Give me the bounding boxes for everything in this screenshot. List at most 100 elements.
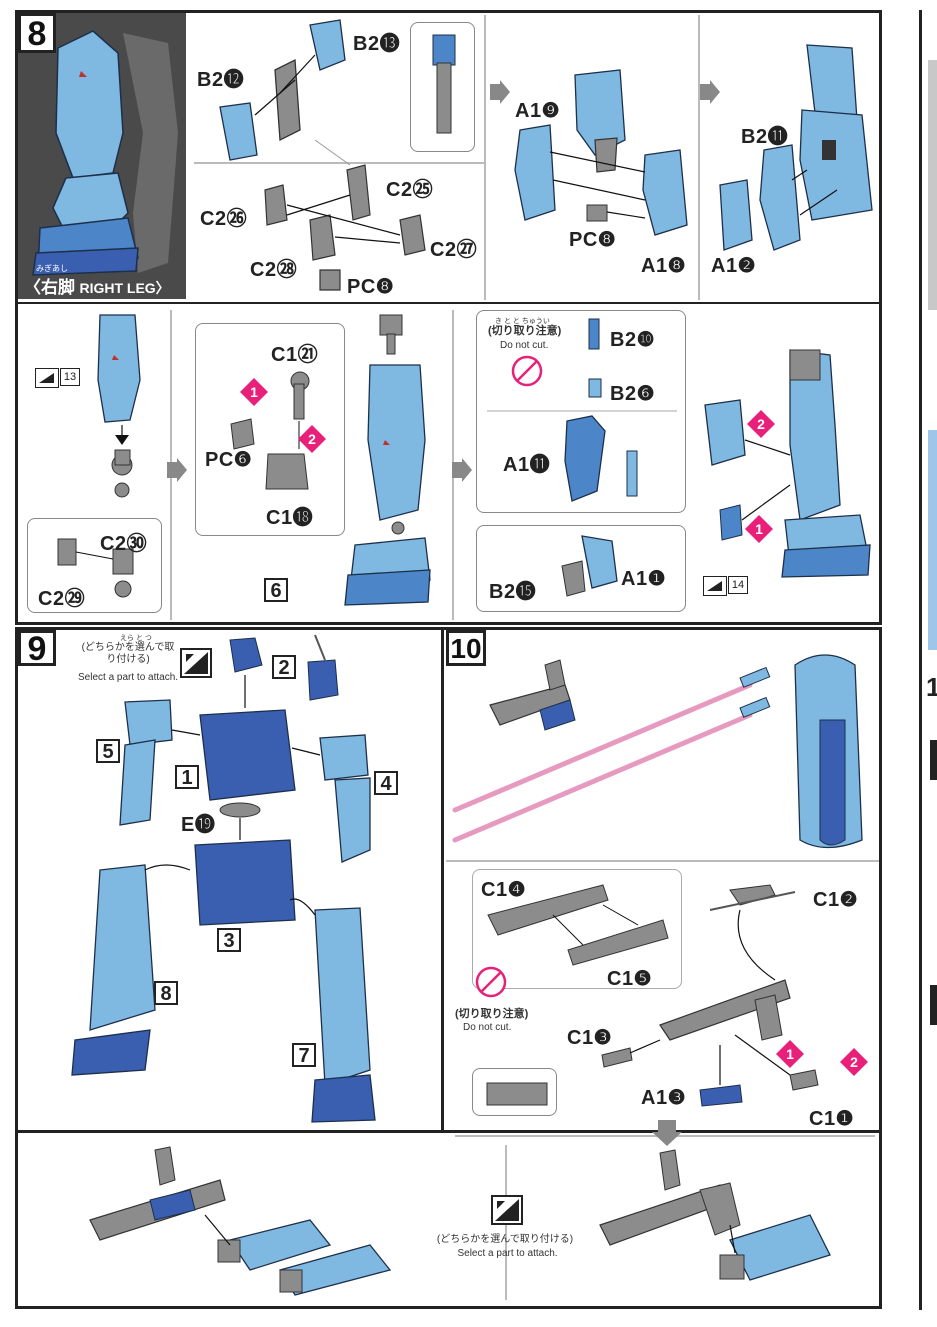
hip-joint-parts bbox=[57, 538, 134, 598]
select-note-ruby: えら と つ bbox=[120, 635, 152, 642]
gun-attach-right-illustration bbox=[599, 1149, 831, 1281]
label-a1-11: A1⓫ bbox=[503, 454, 551, 476]
svg-text:2: 2 bbox=[850, 1054, 858, 1070]
label-c2-25: C2㉕ bbox=[386, 179, 434, 201]
knee-guard-parts bbox=[561, 535, 618, 597]
step-number-9: 9 bbox=[18, 630, 56, 666]
label-c1-4: C1❹ bbox=[481, 879, 526, 901]
part-number-3: 3 bbox=[217, 928, 241, 952]
label-b2-15: B2⓯ bbox=[489, 581, 537, 603]
next-page-stub-2 bbox=[928, 430, 937, 650]
step-marker-1b: 1 bbox=[745, 515, 773, 543]
part-number-7: 7 bbox=[292, 1043, 316, 1067]
next-page-stub-3 bbox=[930, 740, 937, 780]
thigh-parts-illustration bbox=[219, 19, 426, 291]
step8-row-divider bbox=[18, 302, 879, 304]
label-a1-1: A1❶ bbox=[621, 568, 666, 590]
detail-inset-box bbox=[410, 22, 475, 152]
select-part-icon-bottom bbox=[491, 1195, 523, 1225]
sticker-number-13: 13 bbox=[60, 368, 80, 386]
part-number-6: 6 bbox=[264, 578, 288, 602]
label-b2-11: B2⓫ bbox=[741, 126, 789, 148]
right-leg-panel: みぎあし 〈右脚 RIGHT LEG〉 bbox=[18, 13, 186, 299]
label-a1-2: A1❷ bbox=[711, 255, 756, 277]
knee-joint-inset bbox=[195, 323, 345, 536]
step8-vertical-divider-2 bbox=[698, 15, 700, 300]
next-page-step-number: 1 bbox=[926, 672, 937, 702]
gun-parts bbox=[487, 884, 669, 966]
right-leg-illustration bbox=[32, 30, 178, 276]
magazine-part bbox=[486, 1082, 548, 1106]
assembled-lower-leg-illustration bbox=[704, 349, 871, 578]
knee-armor-parts bbox=[487, 318, 677, 502]
cut-note-en: Do not cut. bbox=[500, 340, 549, 351]
svg-text:1: 1 bbox=[755, 521, 763, 537]
svg-text:2: 2 bbox=[308, 431, 316, 447]
flow-arrow-1 bbox=[490, 80, 510, 104]
next-page-stub-1 bbox=[928, 60, 937, 310]
sticker-icon-13 bbox=[35, 368, 59, 388]
hip-joint-inset bbox=[27, 518, 162, 613]
label-a1-9: A1❾ bbox=[515, 100, 560, 122]
knee-guard-inset bbox=[476, 525, 686, 612]
svg-text:2: 2 bbox=[757, 416, 765, 432]
step-number-10: 10 bbox=[446, 630, 486, 666]
step-number-8: 8 bbox=[18, 13, 56, 53]
part-number-5: 5 bbox=[96, 739, 120, 763]
body-assembly-illustration bbox=[71, 634, 376, 1123]
leg-caption-kanji: 〈右脚 bbox=[24, 278, 75, 297]
part-number-1: 1 bbox=[175, 765, 199, 789]
svg-text:1: 1 bbox=[786, 1046, 794, 1062]
cut-note-jp-10: (切り取り注意) bbox=[455, 1008, 529, 1020]
cut-note-jp: (切り取り注意) bbox=[488, 325, 562, 337]
select-note-en-bottom: Select a part to attach. bbox=[457, 1248, 558, 1259]
label-b2-10: B2❿ bbox=[610, 329, 655, 351]
next-page-edge: 1 bbox=[919, 10, 937, 1310]
label-pc8-a: PC❽ bbox=[347, 276, 395, 298]
flow-arrow-2 bbox=[700, 80, 720, 104]
knee-joint-parts bbox=[230, 371, 310, 490]
label-c1-2: C1❷ bbox=[813, 889, 858, 911]
label-b2-6: B2❻ bbox=[610, 383, 655, 405]
label-c1-5: C1❺ bbox=[607, 968, 652, 990]
step8-vertical-divider-1 bbox=[484, 15, 486, 300]
shin-assembly-illustration bbox=[719, 44, 873, 251]
select-note-jp-bottom: (どちらかを選んで取り付ける) bbox=[436, 1234, 574, 1245]
label-pc6: PC❻ bbox=[205, 449, 253, 471]
label-pc8-b: PC❽ bbox=[569, 229, 617, 251]
weapons-overview-illustration bbox=[452, 654, 863, 849]
leg-caption-ruby: みぎあし bbox=[36, 264, 68, 273]
select-note-jp: (どちらかを選んで取り付ける) bbox=[81, 642, 175, 665]
leg-caption-english: RIGHT LEG〉 bbox=[79, 280, 170, 296]
sticker-number-14: 14 bbox=[728, 576, 748, 594]
upper-leg-joint-illustration bbox=[97, 314, 141, 498]
knee-armor-inset bbox=[476, 310, 686, 513]
part-number-2: 2 bbox=[272, 655, 296, 679]
step-marker-2b: 2 bbox=[747, 410, 775, 438]
step10-divider bbox=[446, 860, 879, 862]
step-marker-1a: 1 bbox=[240, 378, 268, 406]
part-number-8: 8 bbox=[154, 981, 178, 1005]
label-c2-29: C2㉙ bbox=[38, 588, 86, 610]
cut-note-en-10: Do not cut. bbox=[463, 1022, 512, 1033]
magazine-inset bbox=[472, 1068, 557, 1116]
label-a1-8: A1❽ bbox=[641, 255, 686, 277]
step-marker-2c: 2 bbox=[840, 1048, 868, 1076]
label-b2-12: B2⓬ bbox=[197, 69, 245, 91]
sticker-icon-14 bbox=[703, 576, 727, 596]
next-page-stub-4 bbox=[930, 985, 937, 1025]
detail-inset-illustration bbox=[432, 34, 456, 134]
label-e19: E⓳ bbox=[181, 814, 216, 836]
label-c2-30: C2㉚ bbox=[100, 533, 148, 555]
gun-parts-inset bbox=[472, 869, 682, 989]
select-part-icon bbox=[180, 648, 212, 678]
gun-assembly-illustration bbox=[601, 884, 819, 1107]
label-b2-13: B2⓭ bbox=[353, 33, 401, 55]
label-c2-27: C2㉗ bbox=[430, 239, 478, 261]
down-arrow bbox=[652, 1120, 682, 1146]
no-cut-icon bbox=[474, 965, 508, 999]
part-number-4: 4 bbox=[374, 771, 398, 795]
label-c2-26: C2㉖ bbox=[200, 208, 248, 230]
label-c2-28: C2㉘ bbox=[250, 259, 298, 281]
full-leg-knee-illustration bbox=[344, 314, 431, 606]
